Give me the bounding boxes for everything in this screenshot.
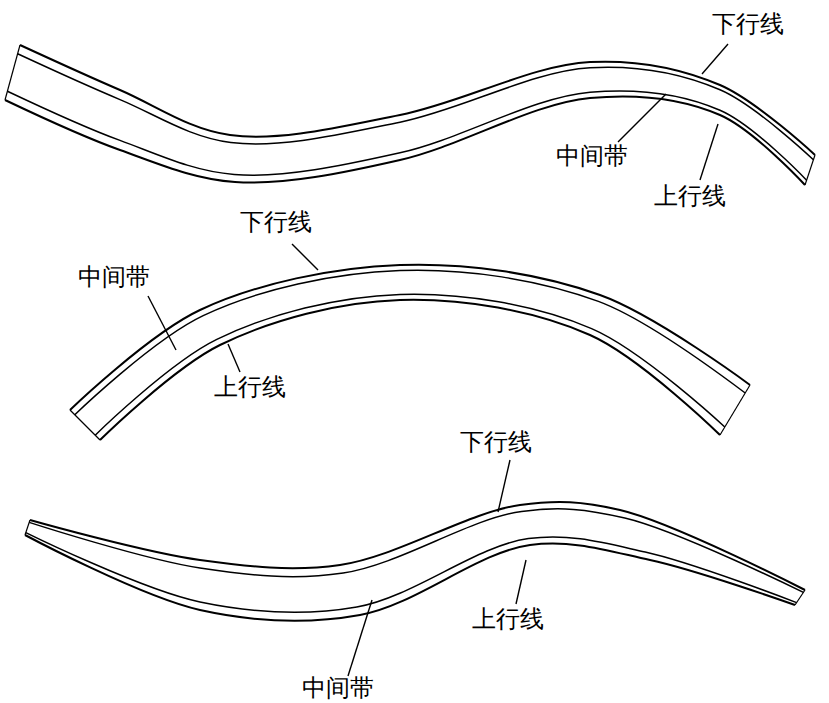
- road-line: [29, 509, 803, 593]
- leader-line: [702, 44, 728, 74]
- road-line: [30, 502, 805, 590]
- part-label: 下行线: [712, 12, 784, 36]
- road-end: [795, 590, 805, 605]
- leader-line: [498, 460, 510, 512]
- road-end: [70, 410, 100, 440]
- road-line: [100, 300, 720, 440]
- road-end: [720, 385, 750, 435]
- leader-line: [618, 94, 666, 142]
- road-end: [805, 155, 815, 185]
- part-label: 上行线: [472, 607, 544, 631]
- road-line: [18, 54, 814, 160]
- road-line: [75, 270, 745, 415]
- road-line: [70, 265, 750, 410]
- part-label: 中间带: [302, 676, 374, 700]
- leader-line: [292, 244, 318, 270]
- leader-line: [148, 296, 176, 350]
- road-line: [26, 533, 797, 613]
- road-line: [5, 97, 805, 185]
- part-label: 中间带: [78, 265, 150, 289]
- part-label: 上行线: [654, 184, 726, 208]
- leader-line: [348, 600, 372, 676]
- road-line: [25, 535, 795, 621]
- leader-line: [516, 560, 526, 604]
- road-end: [25, 520, 30, 535]
- part-label: 上行线: [214, 375, 286, 399]
- part-label: 下行线: [240, 210, 312, 234]
- leader-line: [700, 124, 718, 180]
- road-end: [5, 45, 20, 100]
- leader-lines: [148, 44, 728, 676]
- part-label: 下行线: [460, 430, 532, 454]
- part-label: 中间带: [556, 144, 628, 168]
- leader-line: [228, 344, 240, 372]
- road-line: [20, 45, 815, 155]
- road-strips: [5, 45, 815, 621]
